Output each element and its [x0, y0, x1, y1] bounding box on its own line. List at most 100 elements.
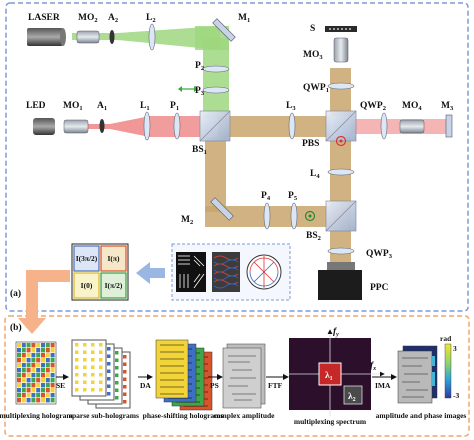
phase-stripe [160, 358, 184, 360]
svg-text:I(π/2): I(π/2) [105, 281, 123, 290]
mosaic-cell [45, 348, 50, 353]
objective-mo1 [63, 119, 89, 134]
label-qwp1: QWP1 [303, 83, 329, 94]
sparse-cell [115, 366, 119, 370]
svg-text:I(0): I(0) [81, 281, 93, 290]
mosaic-cell [36, 388, 41, 393]
polarizer-p3 [202, 86, 230, 94]
caption-multiplexing-hologram: multiplexing hologram [0, 411, 73, 420]
sparse-cell [91, 380, 95, 384]
mosaic-cell [45, 363, 50, 368]
mosaic-cell [41, 383, 45, 388]
mosaic-cell [36, 368, 41, 373]
polarizer-p5 [290, 202, 298, 230]
sparse-cell [91, 350, 95, 354]
mosaic-cell [45, 393, 50, 398]
sparse-cell [83, 388, 87, 392]
phase-stripe [160, 372, 184, 374]
cell-i-3pi2 [73, 245, 100, 272]
sparse-cell [99, 358, 103, 362]
sparse-cell [83, 358, 87, 362]
label-p5: P5 [288, 191, 298, 202]
lens-l4 [327, 168, 355, 176]
sparse-cell [107, 354, 111, 358]
mosaic-cell [41, 358, 45, 363]
polarizer-array [176, 252, 206, 292]
mosaic-cell [50, 368, 55, 373]
mosaic-cell [41, 368, 45, 373]
mosaic-cell [21, 343, 26, 348]
cell-i-0 [73, 272, 100, 299]
sparse-cell [115, 381, 119, 385]
objective-mo2 [76, 30, 100, 44]
label-l3: L3 [286, 101, 296, 112]
sparse-cell [123, 355, 127, 359]
mosaic-cell [50, 378, 55, 383]
sparse-cell [83, 380, 87, 384]
sparse-cell [83, 343, 87, 347]
arrow-label-ftf: FTF [268, 381, 283, 390]
mosaic-cell [31, 348, 36, 353]
mosaic-cell [21, 388, 26, 393]
mosaic-cell [17, 378, 21, 383]
mosaic-cell [26, 358, 31, 363]
sparse-cell [75, 380, 79, 384]
arrow-label-ps: PS [210, 381, 219, 390]
objective-mo3 [333, 37, 349, 63]
mosaic-cell [45, 388, 50, 393]
mosaic-cell [26, 353, 31, 358]
mosaic-cell [17, 343, 21, 348]
mosaic-cell [17, 358, 21, 363]
mosaic-cell [26, 393, 31, 398]
mosaic-cell [41, 343, 45, 348]
mosaic-cell [17, 388, 21, 393]
sparse-cell [115, 358, 119, 362]
label-panel-b: (b) [10, 322, 22, 333]
mosaic-cell [21, 368, 26, 373]
mosaic-cell [31, 398, 36, 403]
green-beam-expand [118, 26, 220, 50]
sparse-cell [83, 365, 87, 369]
label-qwp2: QWP2 [360, 101, 386, 112]
mosaic-cell [31, 353, 36, 358]
mosaic-cell [50, 358, 55, 363]
sparse-cell [115, 396, 119, 400]
label-mo4: MO4 [402, 101, 422, 112]
mosaic-cell [36, 363, 41, 368]
label-l2: L2 [146, 13, 156, 24]
label-panel-a: (a) [10, 288, 21, 299]
mosaic-cell [26, 378, 31, 383]
mosaic-cell [50, 353, 55, 358]
mosaic-cell [31, 373, 36, 378]
mosaic-cell [17, 398, 21, 403]
caption-phase-shifting: phase-shifting holograms [143, 411, 224, 420]
mosaic-cell [21, 363, 26, 368]
polarizer-p4 [263, 202, 271, 230]
phase-stripe [160, 393, 184, 395]
green-beam-down [203, 38, 229, 118]
label-m2: M2 [181, 215, 193, 226]
panel-a-border [5, 2, 469, 312]
mosaic-cell [26, 363, 31, 368]
caption-sparse: sparse sub-holograms [69, 411, 139, 420]
sparse-cell [123, 392, 127, 396]
sparse-cell [123, 370, 127, 374]
label-p3: P3 [195, 86, 205, 97]
ppc-camera [318, 270, 362, 300]
objective-mo4 [399, 119, 425, 134]
led-body [33, 118, 55, 135]
sparse-cell [83, 350, 87, 354]
mosaic-cell [45, 383, 50, 388]
mosaic-cell [17, 363, 21, 368]
mosaic-cell [50, 363, 55, 368]
mosaic-cell [21, 393, 26, 398]
waveplate-qwp2 [380, 112, 388, 140]
sparse-cell [75, 358, 79, 362]
mosaic-cell [31, 378, 36, 383]
mosaic-cell [17, 353, 21, 358]
mosaic-cell [21, 398, 26, 403]
mosaic-cell [31, 368, 36, 373]
red-beam [110, 116, 150, 137]
mosaic-cell [21, 353, 26, 358]
sparse-cell [75, 350, 79, 354]
